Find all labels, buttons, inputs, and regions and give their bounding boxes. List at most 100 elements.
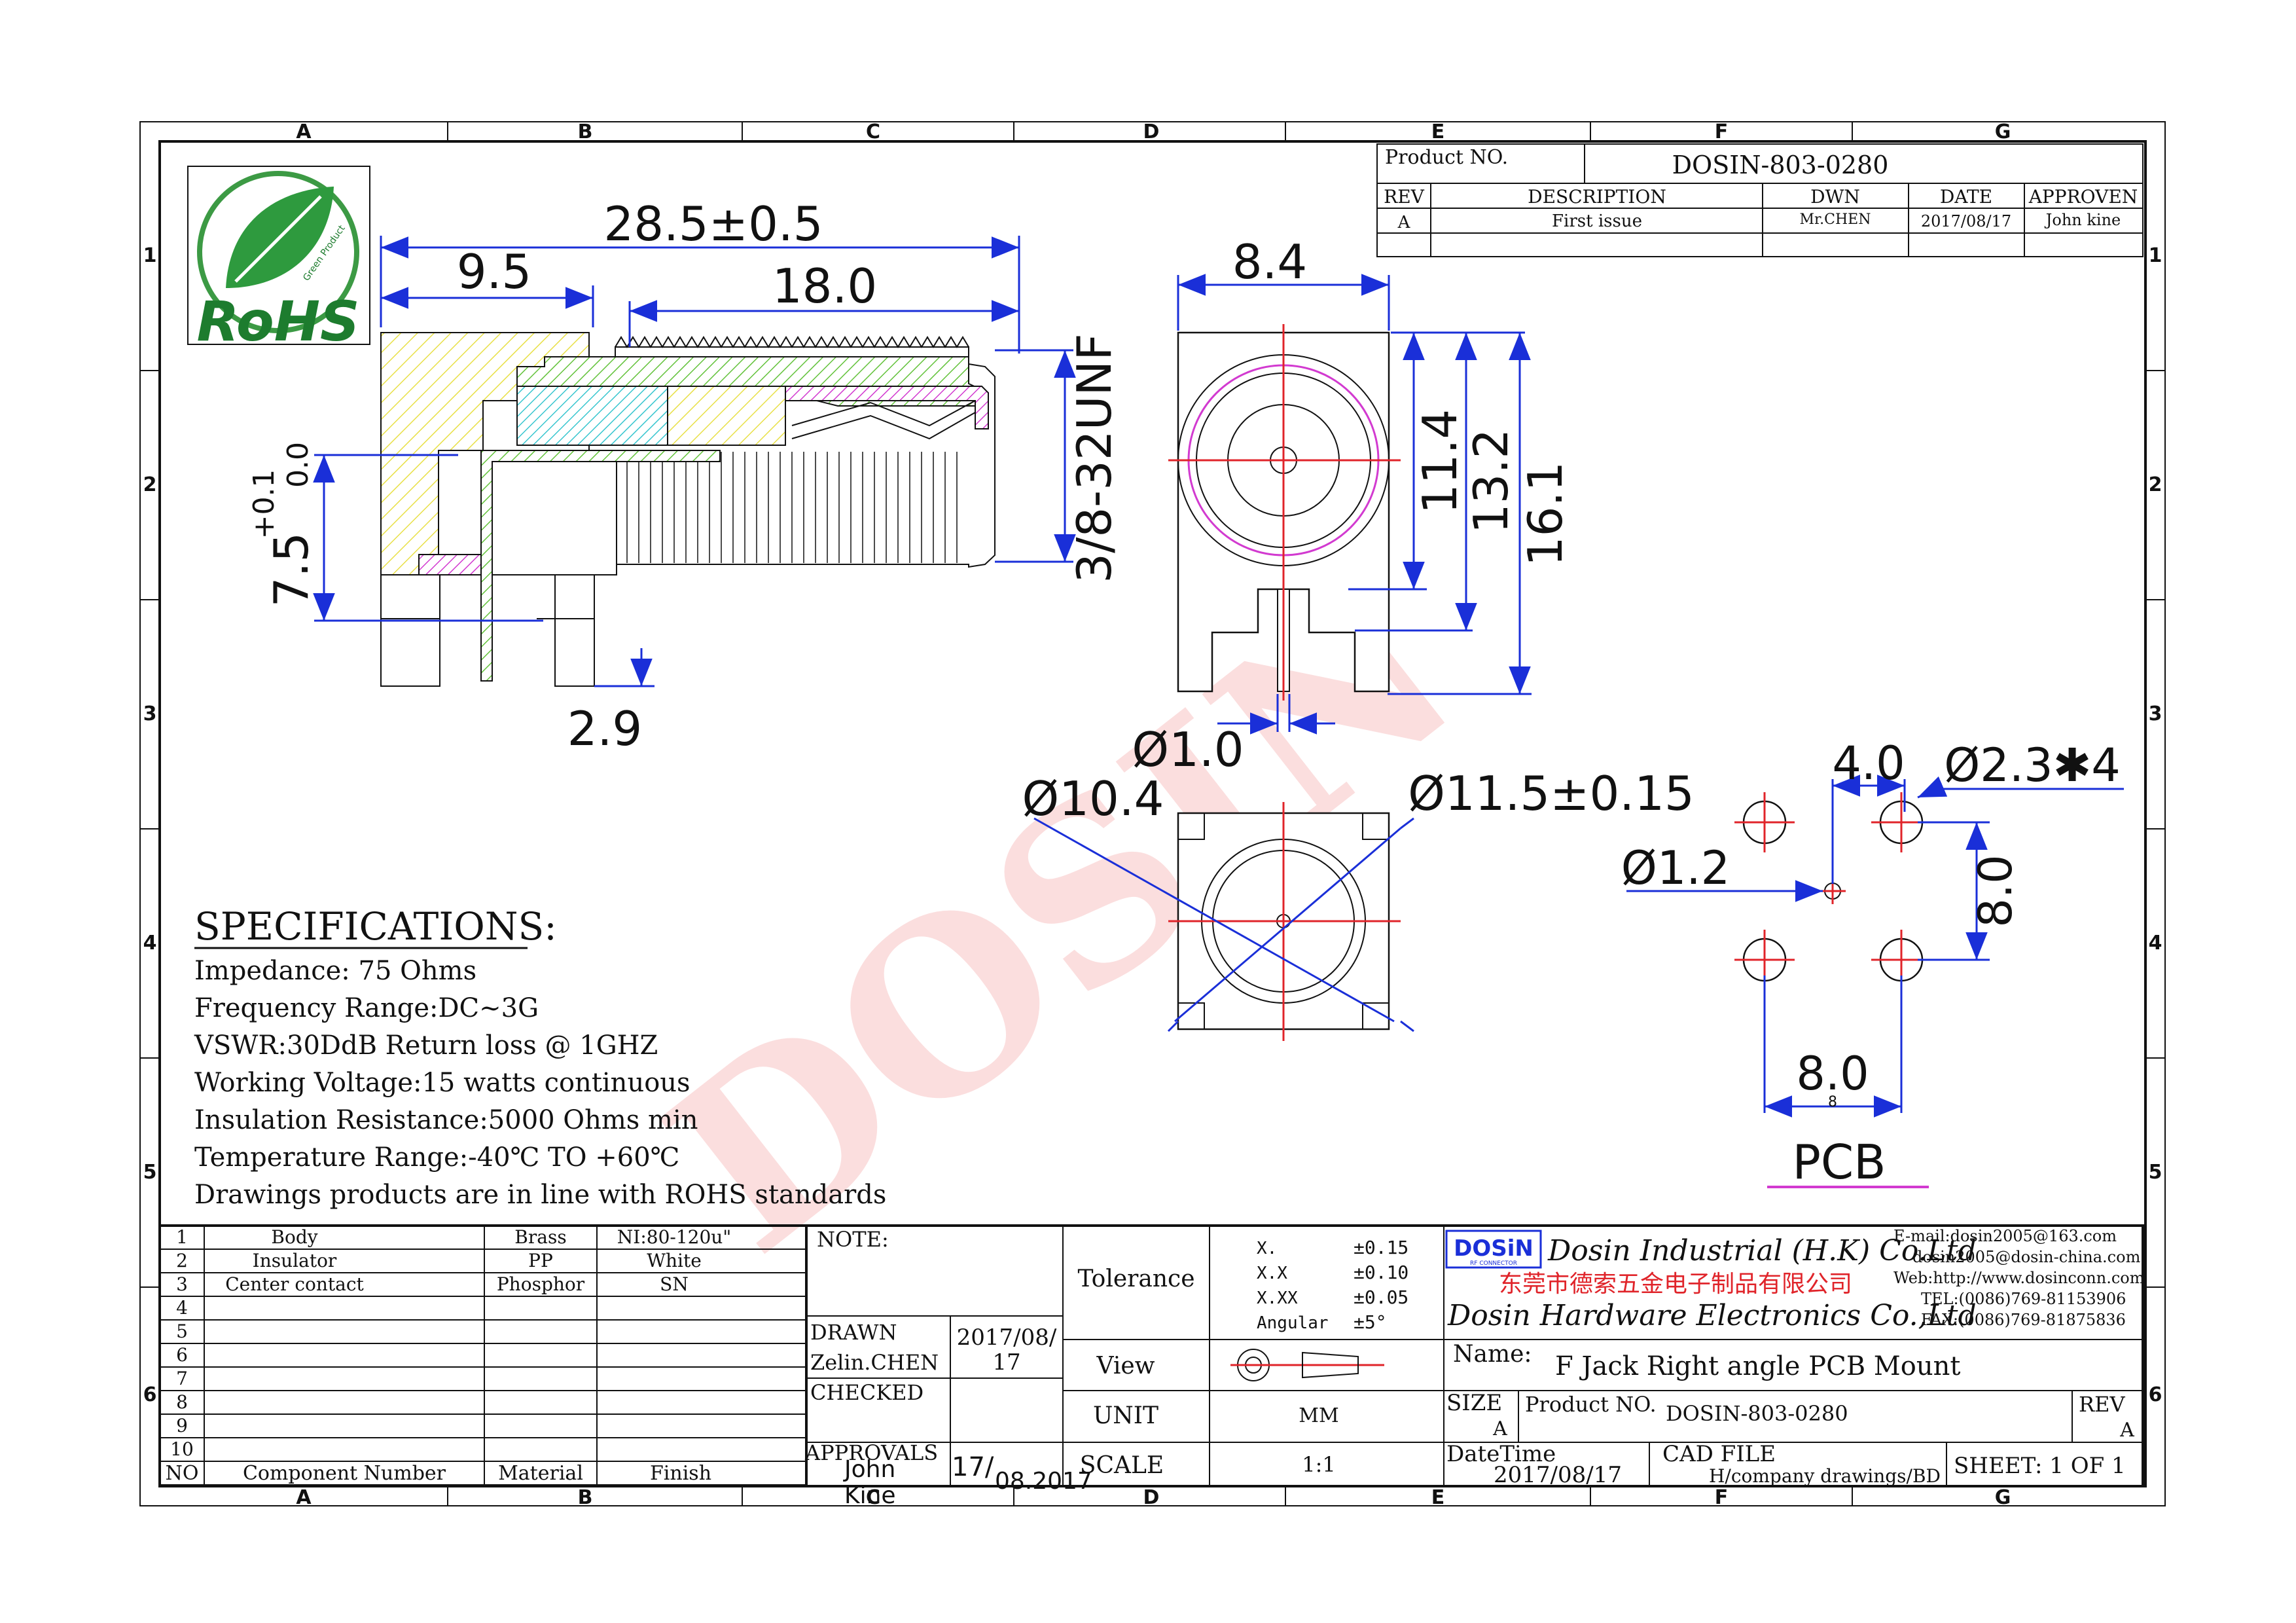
row-label-2: 2 [143, 473, 157, 496]
pn-value: DOSIN-803-0280 [1666, 1401, 1848, 1426]
row-label-6: 6 [143, 1383, 157, 1406]
tol-xxx-value: ±0.05 [1354, 1286, 1408, 1308]
dim-18-0: 18.0 [772, 259, 877, 314]
title-block: NOTE: DRAWN Zelin.CHEN 2017/08/ 17 CHECK… [804, 1224, 2145, 1509]
drawn-date-a: 2017/08/ [957, 1324, 1057, 1351]
side-view [380, 332, 996, 687]
bom-row-material: Phosphor [497, 1273, 585, 1295]
product-no-value: DOSIN-803-0280 [1672, 151, 1889, 179]
rohs-logo-text: RoHS [196, 289, 359, 354]
zone-ticks [140, 122, 2165, 1506]
rev-value: A [1397, 213, 1411, 232]
rev-col-header: REV [1384, 186, 1425, 208]
unit-label: UNIT [1093, 1402, 1158, 1429]
dosin-logo-text: DOSiN [1454, 1235, 1534, 1262]
date-value: 2017/08/17 [1921, 212, 2011, 230]
bom-row-name: Insulator [253, 1250, 337, 1271]
approven-col-header: APPROVEN [2028, 186, 2138, 208]
checked-label: CHECKED [810, 1380, 924, 1405]
date-col-header: DATE [1940, 186, 1992, 208]
bom-row-no: 5 [176, 1321, 188, 1342]
company-email: E-mail:dosin2005@163.com [1893, 1227, 2117, 1245]
approver-first: John [843, 1456, 895, 1483]
col-label-e-bottom: E [1431, 1486, 1445, 1509]
datetime-value: 2017/08/17 [1494, 1462, 1622, 1488]
pcb-layout: 4.0 Ø2.3✱4 Ø1.2 8.0 8.0 8 PCB [1621, 737, 2124, 1190]
bom-row-no: 3 [176, 1273, 188, 1295]
col-label-d: D [1143, 120, 1160, 143]
bom-row-no: 1 [176, 1226, 188, 1248]
dim-2-9: 2.9 [567, 701, 643, 756]
bom-row-no: 9 [176, 1415, 188, 1436]
scale-label: SCALE [1080, 1452, 1164, 1479]
col-label-g-bottom: G [1995, 1486, 2011, 1509]
dim-phi-11-5: Ø11.5±0.15 [1408, 766, 1695, 821]
row-label-3-right: 3 [2149, 702, 2162, 725]
approven-value: John kine [2044, 211, 2121, 229]
company-name-en: Dosin Industrial (H.K) Co.Ltd [1547, 1234, 1977, 1267]
row-label-1: 1 [143, 244, 157, 267]
company-web: Web:http://www.dosinconn.com [1893, 1269, 2145, 1287]
col-label-c-bottom: C [866, 1486, 880, 1509]
spec-temperature: Temperature Range:-40℃ TO +60℃ [194, 1142, 679, 1173]
description-col-header: DESCRIPTION [1528, 186, 1666, 208]
pcb-dim-8-0-horizontal: 8.0 [1796, 1047, 1869, 1101]
dim-11-4: 11.4 [1412, 409, 1467, 514]
pcb-dim-phi-2-3: Ø2.3✱4 [1944, 739, 2121, 792]
bottom-view: Ø10.4 Ø11.5±0.15 [1022, 766, 1695, 1041]
name-value: F Jack Right angle PCB Mount [1555, 1351, 1960, 1381]
approvals-label: APPROVALS [804, 1440, 938, 1465]
bom-row-no: 6 [176, 1344, 188, 1366]
row-label-2-right: 2 [2149, 473, 2162, 496]
bom-row-finish: SN [660, 1273, 689, 1295]
front-dimensions: 8.4 11.4 13.2 16.1 Ø1.0 [1132, 234, 1573, 777]
drawn-name: Zelin.CHEN [810, 1350, 939, 1375]
side-dimensions: 28.5±0.5 9.5 18.0 3/8-32UNF 7.5 +0.1 0.0… [247, 196, 1122, 756]
rev-value-footer: A [2119, 1419, 2134, 1442]
pn-label: Product NO. [1525, 1392, 1657, 1417]
datetime-label: DateTime [1446, 1441, 1556, 1467]
bom-row-no: 10 [170, 1438, 194, 1460]
bom-header-name: Component Number [243, 1462, 446, 1485]
row-label-6-right: 6 [2149, 1383, 2162, 1406]
dim-7-5: 7.5 [264, 532, 319, 608]
rev-label: REV [2079, 1392, 2125, 1417]
size-value: A [1492, 1417, 1507, 1440]
dwn-col-header: DWN [1810, 186, 1860, 208]
bom-row-finish: NI:80-120u" [617, 1226, 731, 1248]
col-label-e: E [1431, 120, 1445, 143]
dim-tol-plus: +0.1 [247, 469, 281, 539]
approver-last: Kine [844, 1482, 896, 1509]
bom-row-no: 7 [176, 1368, 188, 1389]
bom-row-material: Brass [514, 1226, 566, 1248]
bom-row-name: Center contact [225, 1273, 364, 1295]
spec-impedance: Impedance: 75 Ohms [194, 956, 476, 986]
company-name-en2: Dosin Hardware Electronics Co.,Ltd [1447, 1299, 1977, 1332]
cad-value: H/company drawings/BD [1709, 1465, 1941, 1487]
bom-row-finish: White [647, 1250, 702, 1271]
bom-header-material: Material [498, 1462, 583, 1485]
tol-xx-value: ±0.10 [1354, 1262, 1408, 1283]
tol-angular-key: Angular [1257, 1313, 1329, 1333]
tol-xx-key: X.X [1257, 1264, 1287, 1283]
dosin-logo-subtext: RF CONNECTOR [1470, 1260, 1517, 1267]
revision-table: Product NO. DOSIN-803-0280 REV DESCRIPTI… [1376, 143, 2144, 257]
dim-thread: 3/8-32UNF [1067, 333, 1122, 583]
note-label: NOTE: [817, 1227, 889, 1252]
pcb-dim-8-sub: 8 [1828, 1094, 1837, 1110]
pcb-dim-phi-1-2: Ø1.2 [1621, 841, 1730, 895]
col-label-b-bottom: B [578, 1486, 593, 1509]
spec-vswr: VSWR:30DdB Return loss @ 1GHZ [194, 1030, 658, 1061]
col-label-f: F [1715, 120, 1729, 143]
bom-row-no: 2 [176, 1250, 188, 1271]
row-label-1-right: 1 [2149, 244, 2162, 267]
outer-frame [139, 121, 2166, 1506]
col-label-f-bottom: F [1715, 1486, 1729, 1509]
sheet-label: SHEET: 1 OF 1 [1954, 1453, 2126, 1479]
dim-overall-length: 28.5±0.5 [603, 196, 823, 251]
col-label-a-bottom: A [296, 1486, 312, 1509]
dim-16-1: 16.1 [1518, 462, 1573, 566]
spec-voltage: Working Voltage:15 watts continuous [194, 1068, 691, 1098]
